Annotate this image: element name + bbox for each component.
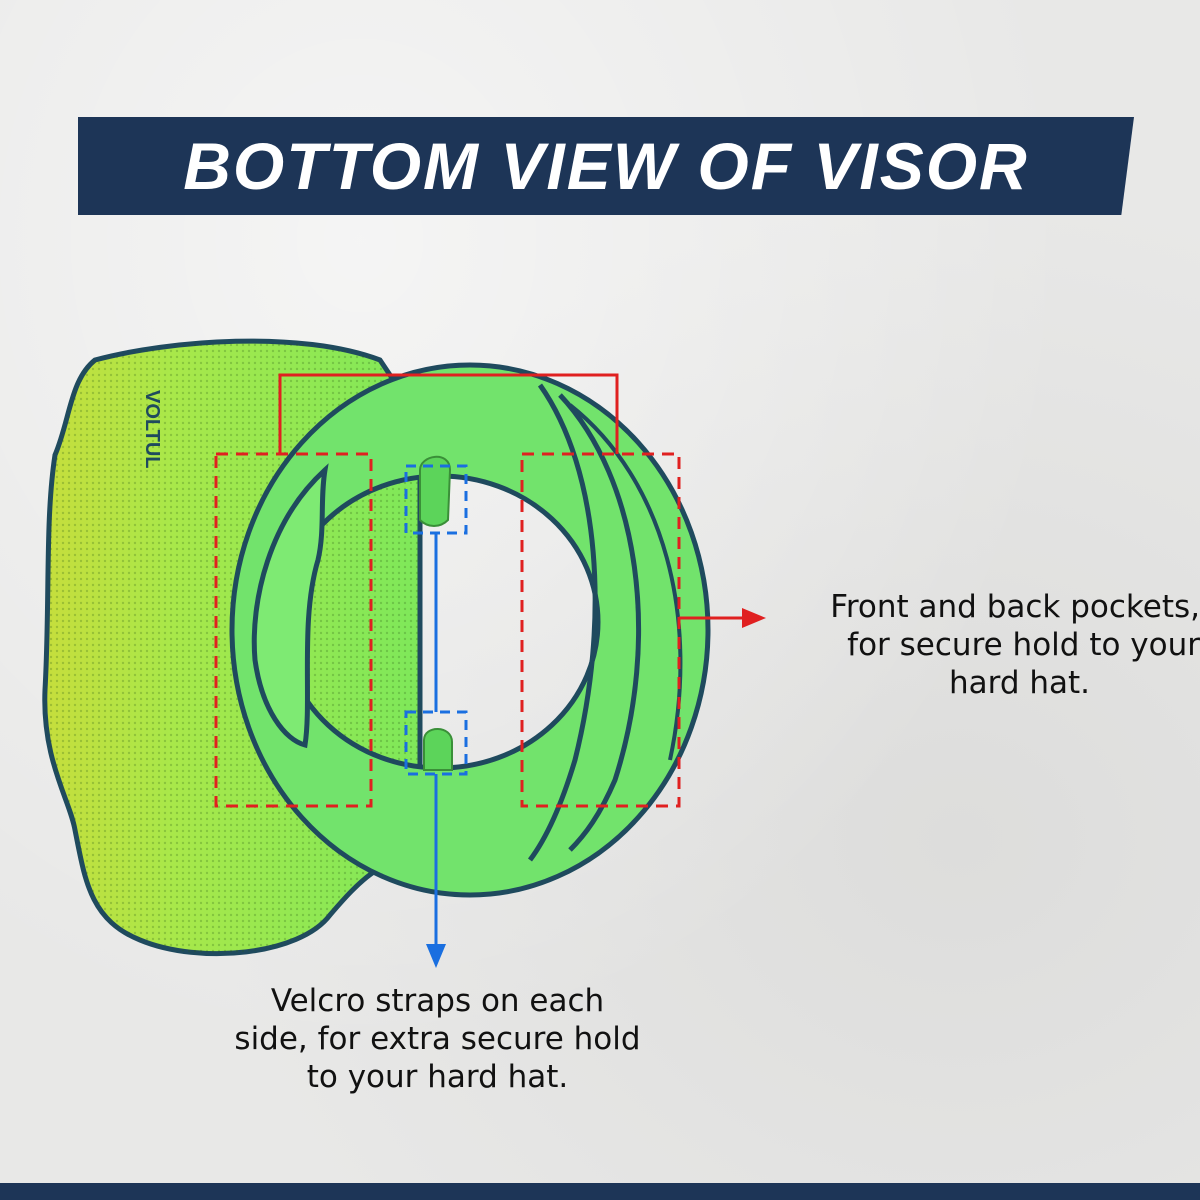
velcro-callout-line3: to your hard hat. (306, 1059, 569, 1095)
pockets-callout-line3: hard hat. (948, 665, 1090, 701)
velcro-callout-line1: Velcro straps on each (270, 983, 605, 1019)
footer-bar (0, 1183, 1200, 1200)
brand-logo-text: VOLTUL (141, 390, 163, 469)
pocket-arrow-head (742, 608, 766, 628)
velcro-arrow-head (426, 944, 446, 968)
velcro-straps (419, 455, 453, 771)
front-pocket-box (520, 452, 681, 808)
velcro-callout: Velcro straps on each side, for extra se… (200, 982, 675, 1096)
pockets-callout-line1: Front and back pockets, (830, 589, 1200, 625)
page-title: BOTTOM VIEW OF VISOR (183, 129, 1029, 203)
brand-logo: VOLTUL (141, 390, 163, 469)
velcro-markers (404, 464, 468, 968)
pockets-callout: Front and back pockets, for secure hold … (770, 588, 1200, 702)
back-pocket (251, 463, 329, 749)
pocket-markers (214, 373, 766, 808)
velcro-callout-line2: side, for extra secure hold (234, 1021, 641, 1057)
pockets-callout-line2: for secure hold to your (847, 627, 1200, 663)
back-pocket-box (214, 452, 373, 808)
velcro-bottom-box (404, 710, 468, 776)
pocket-bracket (278, 373, 619, 454)
title-banner (78, 117, 1134, 215)
